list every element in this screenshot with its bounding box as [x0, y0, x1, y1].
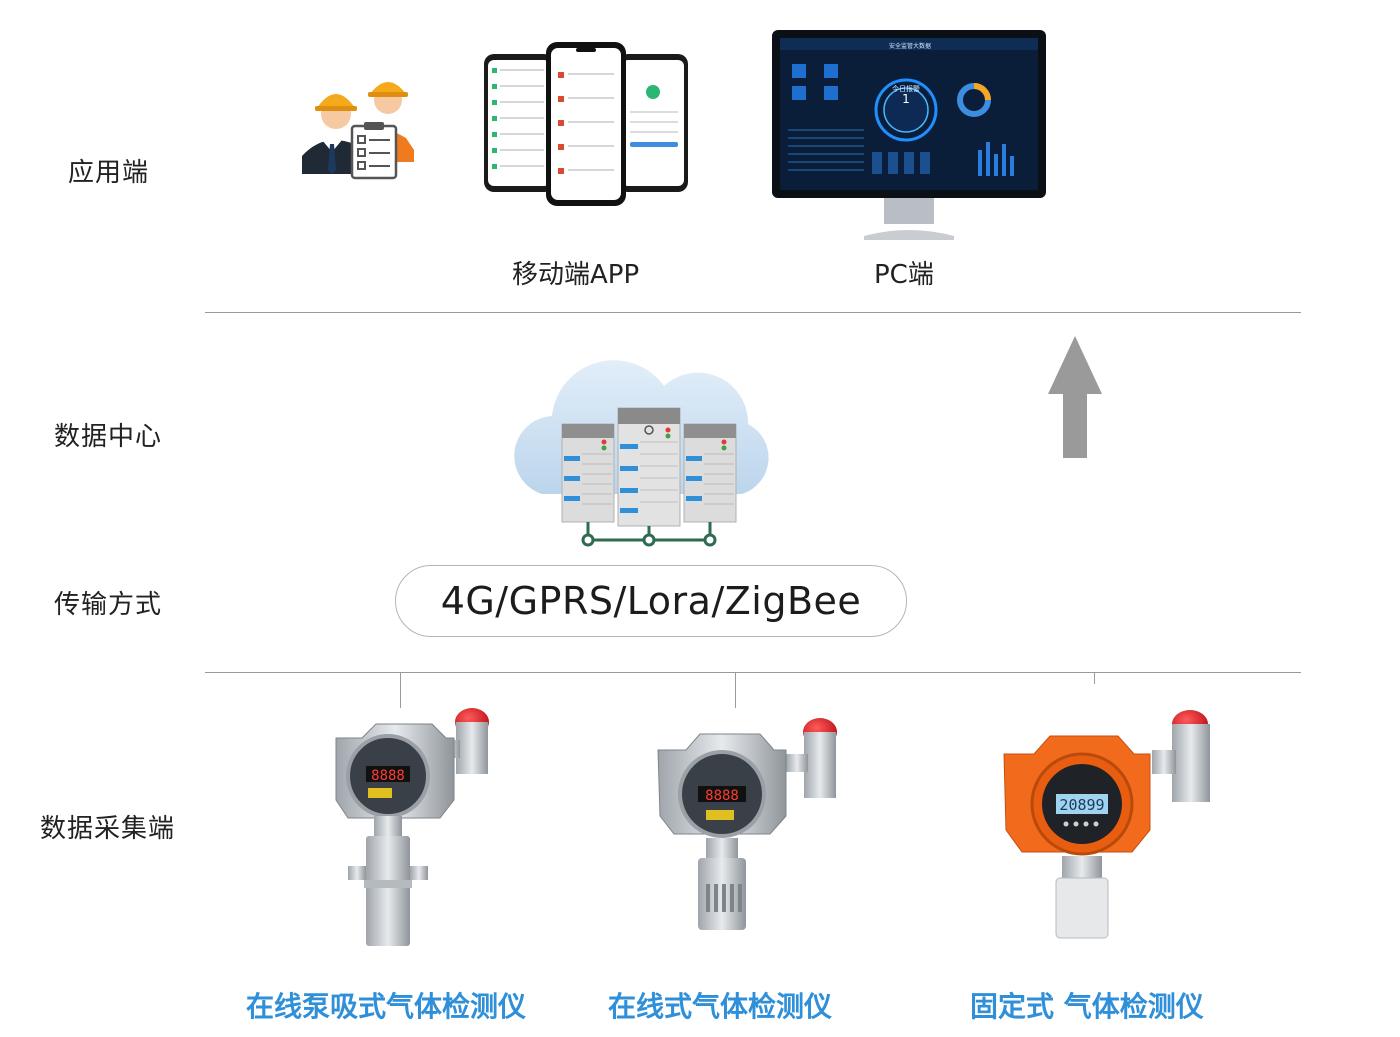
- connector-2: [735, 672, 736, 708]
- layer-label-transmission: 传输方式: [54, 590, 163, 620]
- divider-top: [205, 312, 1301, 313]
- device-caption-fixed: 固定式 气体检测仪: [970, 990, 1204, 1023]
- monitor-icon: [772, 30, 1046, 240]
- caption-mobile-app: 移动端APP: [512, 260, 640, 290]
- caption-pc: PC端: [874, 260, 934, 290]
- gas-detector-icon-fixed: 20899: [1003, 710, 1210, 939]
- device-caption-online: 在线式气体检测仪: [608, 990, 833, 1023]
- up-arrow-icon: [1048, 336, 1102, 458]
- cloud-server-icon: [514, 360, 769, 547]
- connector-1: [400, 672, 401, 708]
- divider-bottom: [205, 672, 1301, 673]
- transmission-protocols: 4G/GPRS/Lora/ZigBee: [395, 565, 907, 637]
- gas-detector-icon-online: 8888: [657, 718, 837, 930]
- layer-label-data-center: 数据中心: [54, 422, 163, 452]
- layer-label-collection: 数据采集端: [40, 814, 176, 844]
- pc-gauge-value: 1: [902, 92, 910, 106]
- pc-gauge-label: 今日报警: [892, 85, 920, 93]
- detector-3-display: 20899: [1059, 796, 1104, 814]
- pc-screen-header: 安全监管大数据: [888, 43, 931, 50]
- workers-icon: [302, 82, 414, 180]
- layer-label-application: 应用端: [68, 158, 150, 188]
- detector-1-display: 8888: [371, 768, 405, 784]
- phones-icon: [484, 42, 688, 206]
- detector-2-display: 8888: [705, 788, 739, 804]
- device-caption-pump: 在线泵吸式气体检测仪: [246, 990, 527, 1023]
- gas-detector-icon-pump: 8888: [335, 708, 489, 946]
- connector-3: [1094, 672, 1095, 684]
